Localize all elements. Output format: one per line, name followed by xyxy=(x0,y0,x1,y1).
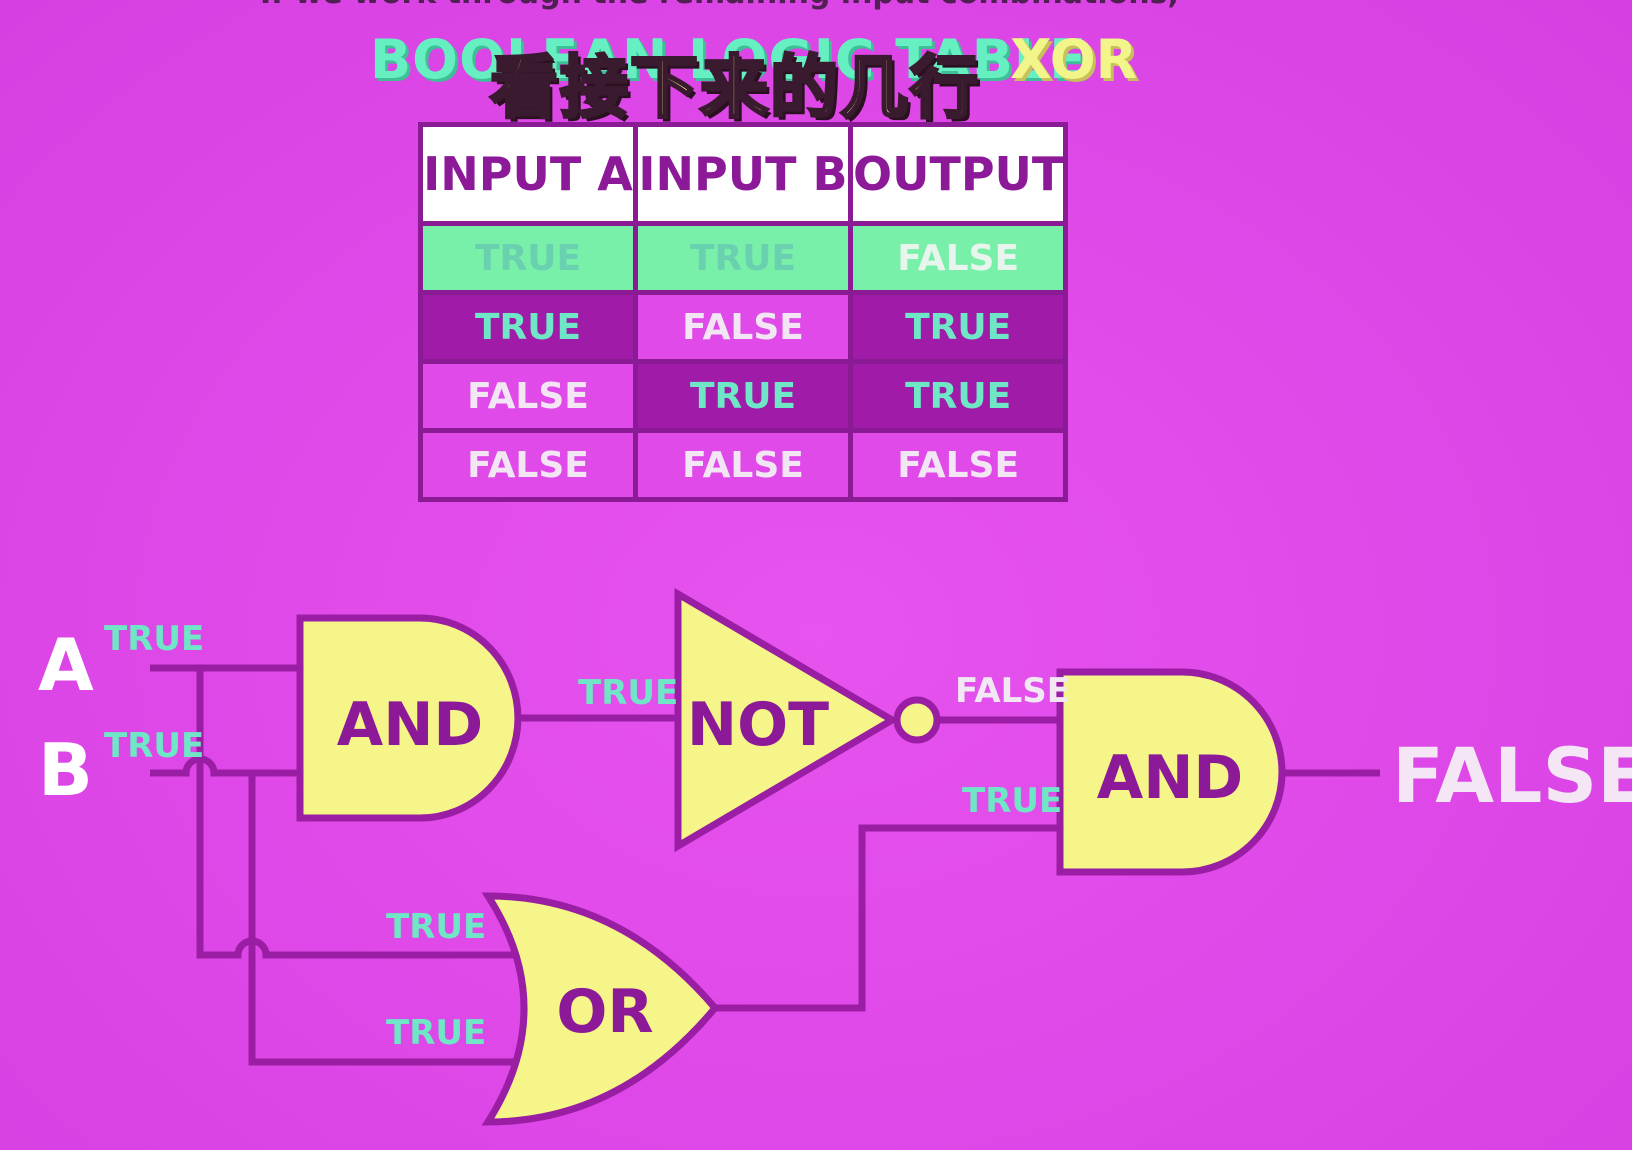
wires xyxy=(150,664,1380,1066)
not-gate: NOT xyxy=(674,587,941,853)
signal-not-out: FALSE xyxy=(955,671,1070,711)
wire-or-to-and2 xyxy=(715,824,1060,1012)
truth-table-header-row: INPUT A INPUT B OUTPUT xyxy=(418,122,1069,226)
truth-table-row-1: TRUE TRUE FALSE xyxy=(418,221,1069,295)
row2-input-b: FALSE xyxy=(633,290,853,364)
or-gate-shape xyxy=(481,892,720,1126)
and-gate-1: AND xyxy=(296,614,522,822)
signal-or-out: TRUE xyxy=(962,781,1062,821)
row2-input-a: TRUE xyxy=(418,290,638,364)
row2-output: TRUE xyxy=(847,290,1069,364)
input-a-label: A xyxy=(38,623,94,707)
header-input-a: INPUT A xyxy=(418,122,638,226)
signal-or-in-b: TRUE xyxy=(386,1013,486,1053)
signal-b-true: TRUE xyxy=(104,726,204,766)
title-xor: XOR xyxy=(1010,28,1138,91)
and-gate-2: AND xyxy=(1056,668,1286,876)
chinese-subtitle: 看接下来的几行 xyxy=(488,48,981,130)
circuit-output: FALSE xyxy=(1392,731,1632,820)
title-boolean-logic-table: BOOLEAN LOGIC TABLE xyxy=(370,28,1088,91)
row3-output: TRUE xyxy=(847,359,1069,433)
truth-table-row-3: FALSE TRUE TRUE xyxy=(418,359,1069,433)
signal-or-in-a: TRUE xyxy=(386,907,486,947)
or-gate: OR xyxy=(481,892,720,1126)
header-output: OUTPUT xyxy=(847,122,1069,226)
truth-table: INPUT A INPUT B OUTPUT TRUE TRUE FALSE T… xyxy=(418,122,1069,502)
row1-input-b: TRUE xyxy=(633,221,853,295)
not-gate-shape xyxy=(674,587,899,853)
signal-a-true: TRUE xyxy=(104,619,204,659)
not-gate-label: NOT xyxy=(687,690,829,760)
input-b-label: B xyxy=(38,728,93,812)
and-gate-2-label: AND xyxy=(1097,743,1243,813)
top-caption: If we work through the remaining input c… xyxy=(260,0,1240,11)
and-gate-1-shape xyxy=(296,614,522,822)
and-gate-1-label: AND xyxy=(337,690,483,760)
header-input-b: INPUT B xyxy=(633,122,853,226)
row3-input-a: FALSE xyxy=(418,359,638,433)
not-gate-bubble xyxy=(893,696,941,744)
row4-input-a: FALSE xyxy=(418,428,638,502)
row4-output: FALSE xyxy=(847,428,1069,502)
truth-table-row-2: TRUE FALSE TRUE xyxy=(418,290,1069,364)
row3-input-b: TRUE xyxy=(633,359,853,433)
row1-output: FALSE xyxy=(847,221,1069,295)
or-gate-label: OR xyxy=(556,977,653,1047)
signal-and1-out: TRUE xyxy=(578,673,678,713)
row4-input-b: FALSE xyxy=(633,428,853,502)
truth-table-row-4: FALSE FALSE FALSE xyxy=(418,428,1069,502)
title-row: BOOLEAN LOGIC TABLE XOR 看接下来的几行 xyxy=(370,14,1137,130)
row1-input-a: TRUE xyxy=(418,221,638,295)
wire-b-branch-to-or xyxy=(248,773,520,1066)
and-gate-2-shape xyxy=(1056,668,1286,876)
